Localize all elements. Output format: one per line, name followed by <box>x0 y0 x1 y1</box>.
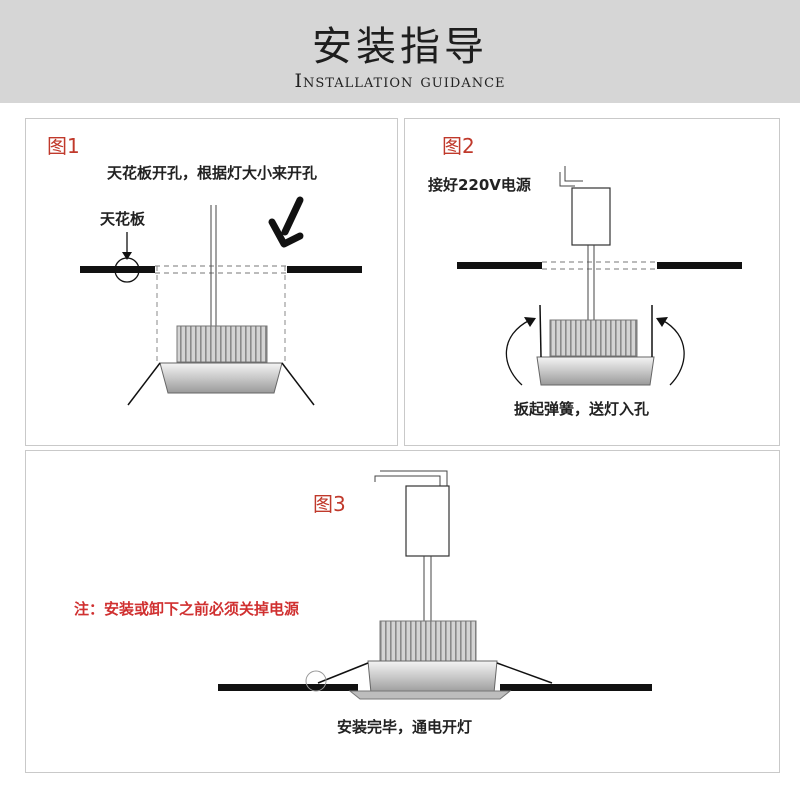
page-title: 安装指导 <box>312 24 488 70</box>
downlight-lamp-1 <box>127 325 315 406</box>
downlight-lamp-3 <box>305 620 553 700</box>
ceiling-board-right <box>500 684 652 691</box>
page-subtitle: Installation guidance <box>294 70 506 92</box>
figure-1-drawing <box>80 196 362 406</box>
lamp-flange <box>348 690 512 700</box>
power-driver-box <box>405 485 450 557</box>
rotate-arrow-left-icon <box>505 319 531 386</box>
callout-arrow-icon <box>122 252 132 260</box>
figure-1-label: 图1 <box>47 134 80 158</box>
rotate-arrow-right-icon <box>661 319 685 386</box>
figure-3-caption: 安装完毕，通电开灯 <box>337 718 473 736</box>
ceiling-board-left <box>457 262 542 269</box>
spring-clip-right <box>281 362 315 406</box>
ceiling-callout-label: 天花板 <box>100 210 146 228</box>
spring-clip-right <box>496 662 553 684</box>
ceiling-board-right <box>287 266 362 273</box>
figure-3-label: 图3 <box>313 492 346 516</box>
clip-highlight-circle <box>305 670 327 692</box>
power-connection-label: 接好220V电源 <box>428 176 531 194</box>
spring-clip-left <box>127 362 161 406</box>
figure-2-label: 图2 <box>442 134 475 158</box>
figure-2-caption: 扳起弹簧，送灯入孔 <box>514 400 650 418</box>
figure-1-caption: 天花板开孔，根据灯大小来开孔 <box>107 164 318 182</box>
pointer-arrow-icon <box>268 196 304 248</box>
header-banner: 安装指导 Installation guidance <box>0 0 800 103</box>
power-driver-box <box>571 187 611 246</box>
figure-3-panel <box>25 450 780 773</box>
figure-2-drawing <box>457 166 742 386</box>
power-off-warning: 注：安装或卸下之前必须关掉电源 <box>74 600 300 618</box>
figure-3-drawing <box>218 470 652 700</box>
ceiling-board-left <box>80 266 155 273</box>
downlight-lamp-2 <box>536 304 655 386</box>
figure-2-panel <box>404 118 780 446</box>
ceiling-board-left <box>218 684 358 691</box>
ceiling-board-right <box>657 262 742 269</box>
spring-clip-left <box>539 304 542 358</box>
